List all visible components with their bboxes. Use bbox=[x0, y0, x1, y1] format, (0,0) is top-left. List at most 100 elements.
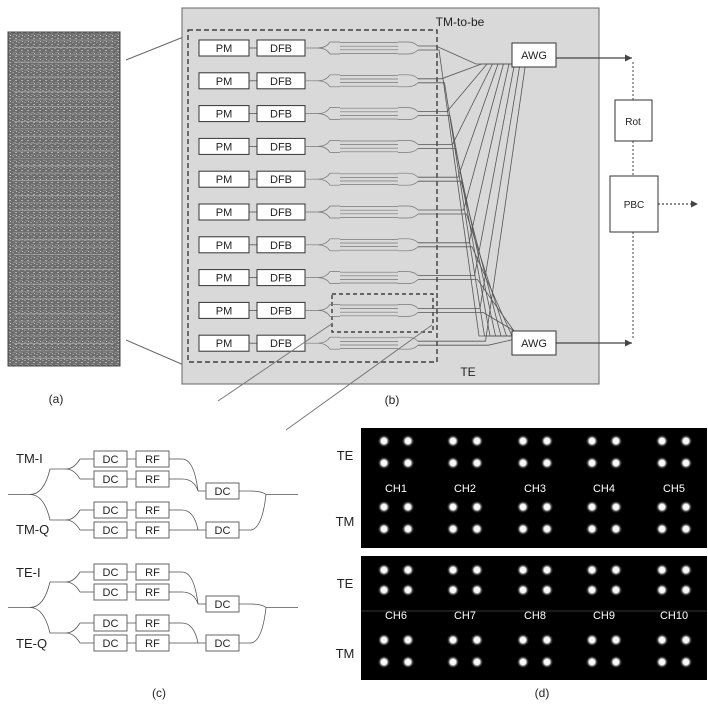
inner-split bbox=[66, 633, 80, 643]
inner-split bbox=[66, 572, 80, 582]
rf-label: RF bbox=[145, 505, 160, 517]
constellation-spot bbox=[447, 634, 460, 647]
constellation-spot bbox=[402, 584, 415, 597]
te-i-label: TE-I bbox=[16, 565, 41, 580]
channel-label: CH8 bbox=[524, 610, 546, 622]
rf-label: RF bbox=[145, 618, 160, 630]
dc-label-out: DC bbox=[215, 525, 231, 537]
constellation-spot bbox=[517, 564, 530, 577]
constellation-spot bbox=[610, 564, 623, 577]
rf-label: RF bbox=[145, 587, 160, 599]
constellation-spot bbox=[447, 435, 460, 448]
constellation-spot bbox=[680, 523, 693, 536]
constellation-spot bbox=[447, 457, 460, 470]
constellation-spot bbox=[517, 634, 530, 647]
inner-split bbox=[66, 623, 80, 633]
dc-label: DC bbox=[103, 587, 119, 599]
dfb-label: DFB bbox=[270, 240, 292, 252]
constellation-spot bbox=[378, 457, 391, 470]
dfb-label: DFB bbox=[270, 174, 292, 186]
constellation-spot bbox=[680, 501, 693, 514]
constellation-spot bbox=[402, 501, 415, 514]
constellation-spot bbox=[586, 457, 599, 470]
panel-c-label: (c) bbox=[152, 686, 166, 700]
constellation-spot bbox=[541, 435, 554, 448]
constellation-spot bbox=[471, 435, 484, 448]
outer-combine bbox=[239, 604, 298, 608]
constellation-spot bbox=[471, 584, 484, 597]
constellation-spot bbox=[517, 435, 530, 448]
constellation-spot bbox=[541, 584, 554, 597]
inner-split bbox=[66, 520, 80, 530]
constellation-spot bbox=[586, 501, 599, 514]
constellation-spot bbox=[447, 656, 460, 669]
pm-label: PM bbox=[216, 109, 233, 121]
constellation-spot bbox=[541, 564, 554, 577]
constellation-spot bbox=[656, 564, 669, 577]
chip-photo bbox=[8, 32, 120, 366]
dfb-label: DFB bbox=[270, 207, 292, 219]
constellation-spot bbox=[656, 457, 669, 470]
rf-label: RF bbox=[145, 474, 160, 486]
constellation-spot bbox=[541, 634, 554, 647]
constellation-spot bbox=[541, 457, 554, 470]
dc-label: DC bbox=[103, 474, 119, 486]
constellation-spot bbox=[402, 523, 415, 536]
constellation-spot bbox=[610, 584, 623, 597]
pm-label: PM bbox=[216, 240, 233, 252]
te-label-bottom: TE bbox=[337, 576, 354, 591]
constellation-spot bbox=[447, 584, 460, 597]
te-label-top: TE bbox=[337, 448, 354, 463]
constellation-spot bbox=[447, 501, 460, 514]
constellation-spot bbox=[656, 656, 669, 669]
channel-label: CH1 bbox=[385, 483, 407, 495]
channel-label: CH10 bbox=[660, 610, 688, 622]
constellation-spot bbox=[610, 501, 623, 514]
panel-a-label: (a) bbox=[49, 392, 64, 406]
outer-split bbox=[30, 469, 66, 495]
constellation-spot bbox=[586, 584, 599, 597]
channel-label: CH7 bbox=[454, 610, 476, 622]
channel-label: CH4 bbox=[593, 483, 615, 495]
rf-label: RF bbox=[145, 567, 160, 579]
constellation-spot bbox=[378, 564, 391, 577]
rf-label: RF bbox=[145, 638, 160, 650]
constellation-spot bbox=[378, 435, 391, 448]
channel-label: CH2 bbox=[454, 483, 476, 495]
dc-label: DC bbox=[103, 618, 119, 630]
panel-b: TM-to-be TE PMDFBPMDFBPMDFBPMDFBPMDFBPMD… bbox=[182, 8, 698, 407]
constellation-spot bbox=[517, 656, 530, 669]
constellation-spot bbox=[656, 523, 669, 536]
dc-label: DC bbox=[103, 567, 119, 579]
constellation-spot bbox=[471, 656, 484, 669]
constellation-spot bbox=[680, 634, 693, 647]
constellation-spot bbox=[610, 656, 623, 669]
constellation-spot bbox=[402, 564, 415, 577]
pm-label: PM bbox=[216, 273, 233, 285]
panel-a: (a) bbox=[8, 32, 186, 406]
dc-label-out: DC bbox=[215, 486, 231, 498]
dfb-label: DFB bbox=[270, 43, 292, 55]
outer-combine bbox=[239, 608, 266, 644]
inner-combine bbox=[182, 623, 198, 643]
channel-label: CH5 bbox=[663, 483, 685, 495]
constellation-spot bbox=[680, 656, 693, 669]
constellation-spot bbox=[447, 564, 460, 577]
pm-label: PM bbox=[216, 76, 233, 88]
constellation-spot bbox=[586, 523, 599, 536]
inner-split bbox=[66, 510, 80, 520]
inner-combine bbox=[182, 592, 198, 604]
pm-label: PM bbox=[216, 43, 233, 55]
constellation-spot bbox=[378, 634, 391, 647]
tm-label-bottom: TM bbox=[336, 646, 355, 661]
constellation-spot bbox=[378, 584, 391, 597]
constellation-spot bbox=[517, 501, 530, 514]
constellation-spot bbox=[680, 564, 693, 577]
constellation-spot bbox=[517, 457, 530, 470]
pm-label: PM bbox=[216, 338, 233, 350]
tm-q-label: TM-Q bbox=[16, 522, 49, 537]
constellation-spot bbox=[610, 634, 623, 647]
constellation-spot bbox=[656, 584, 669, 597]
